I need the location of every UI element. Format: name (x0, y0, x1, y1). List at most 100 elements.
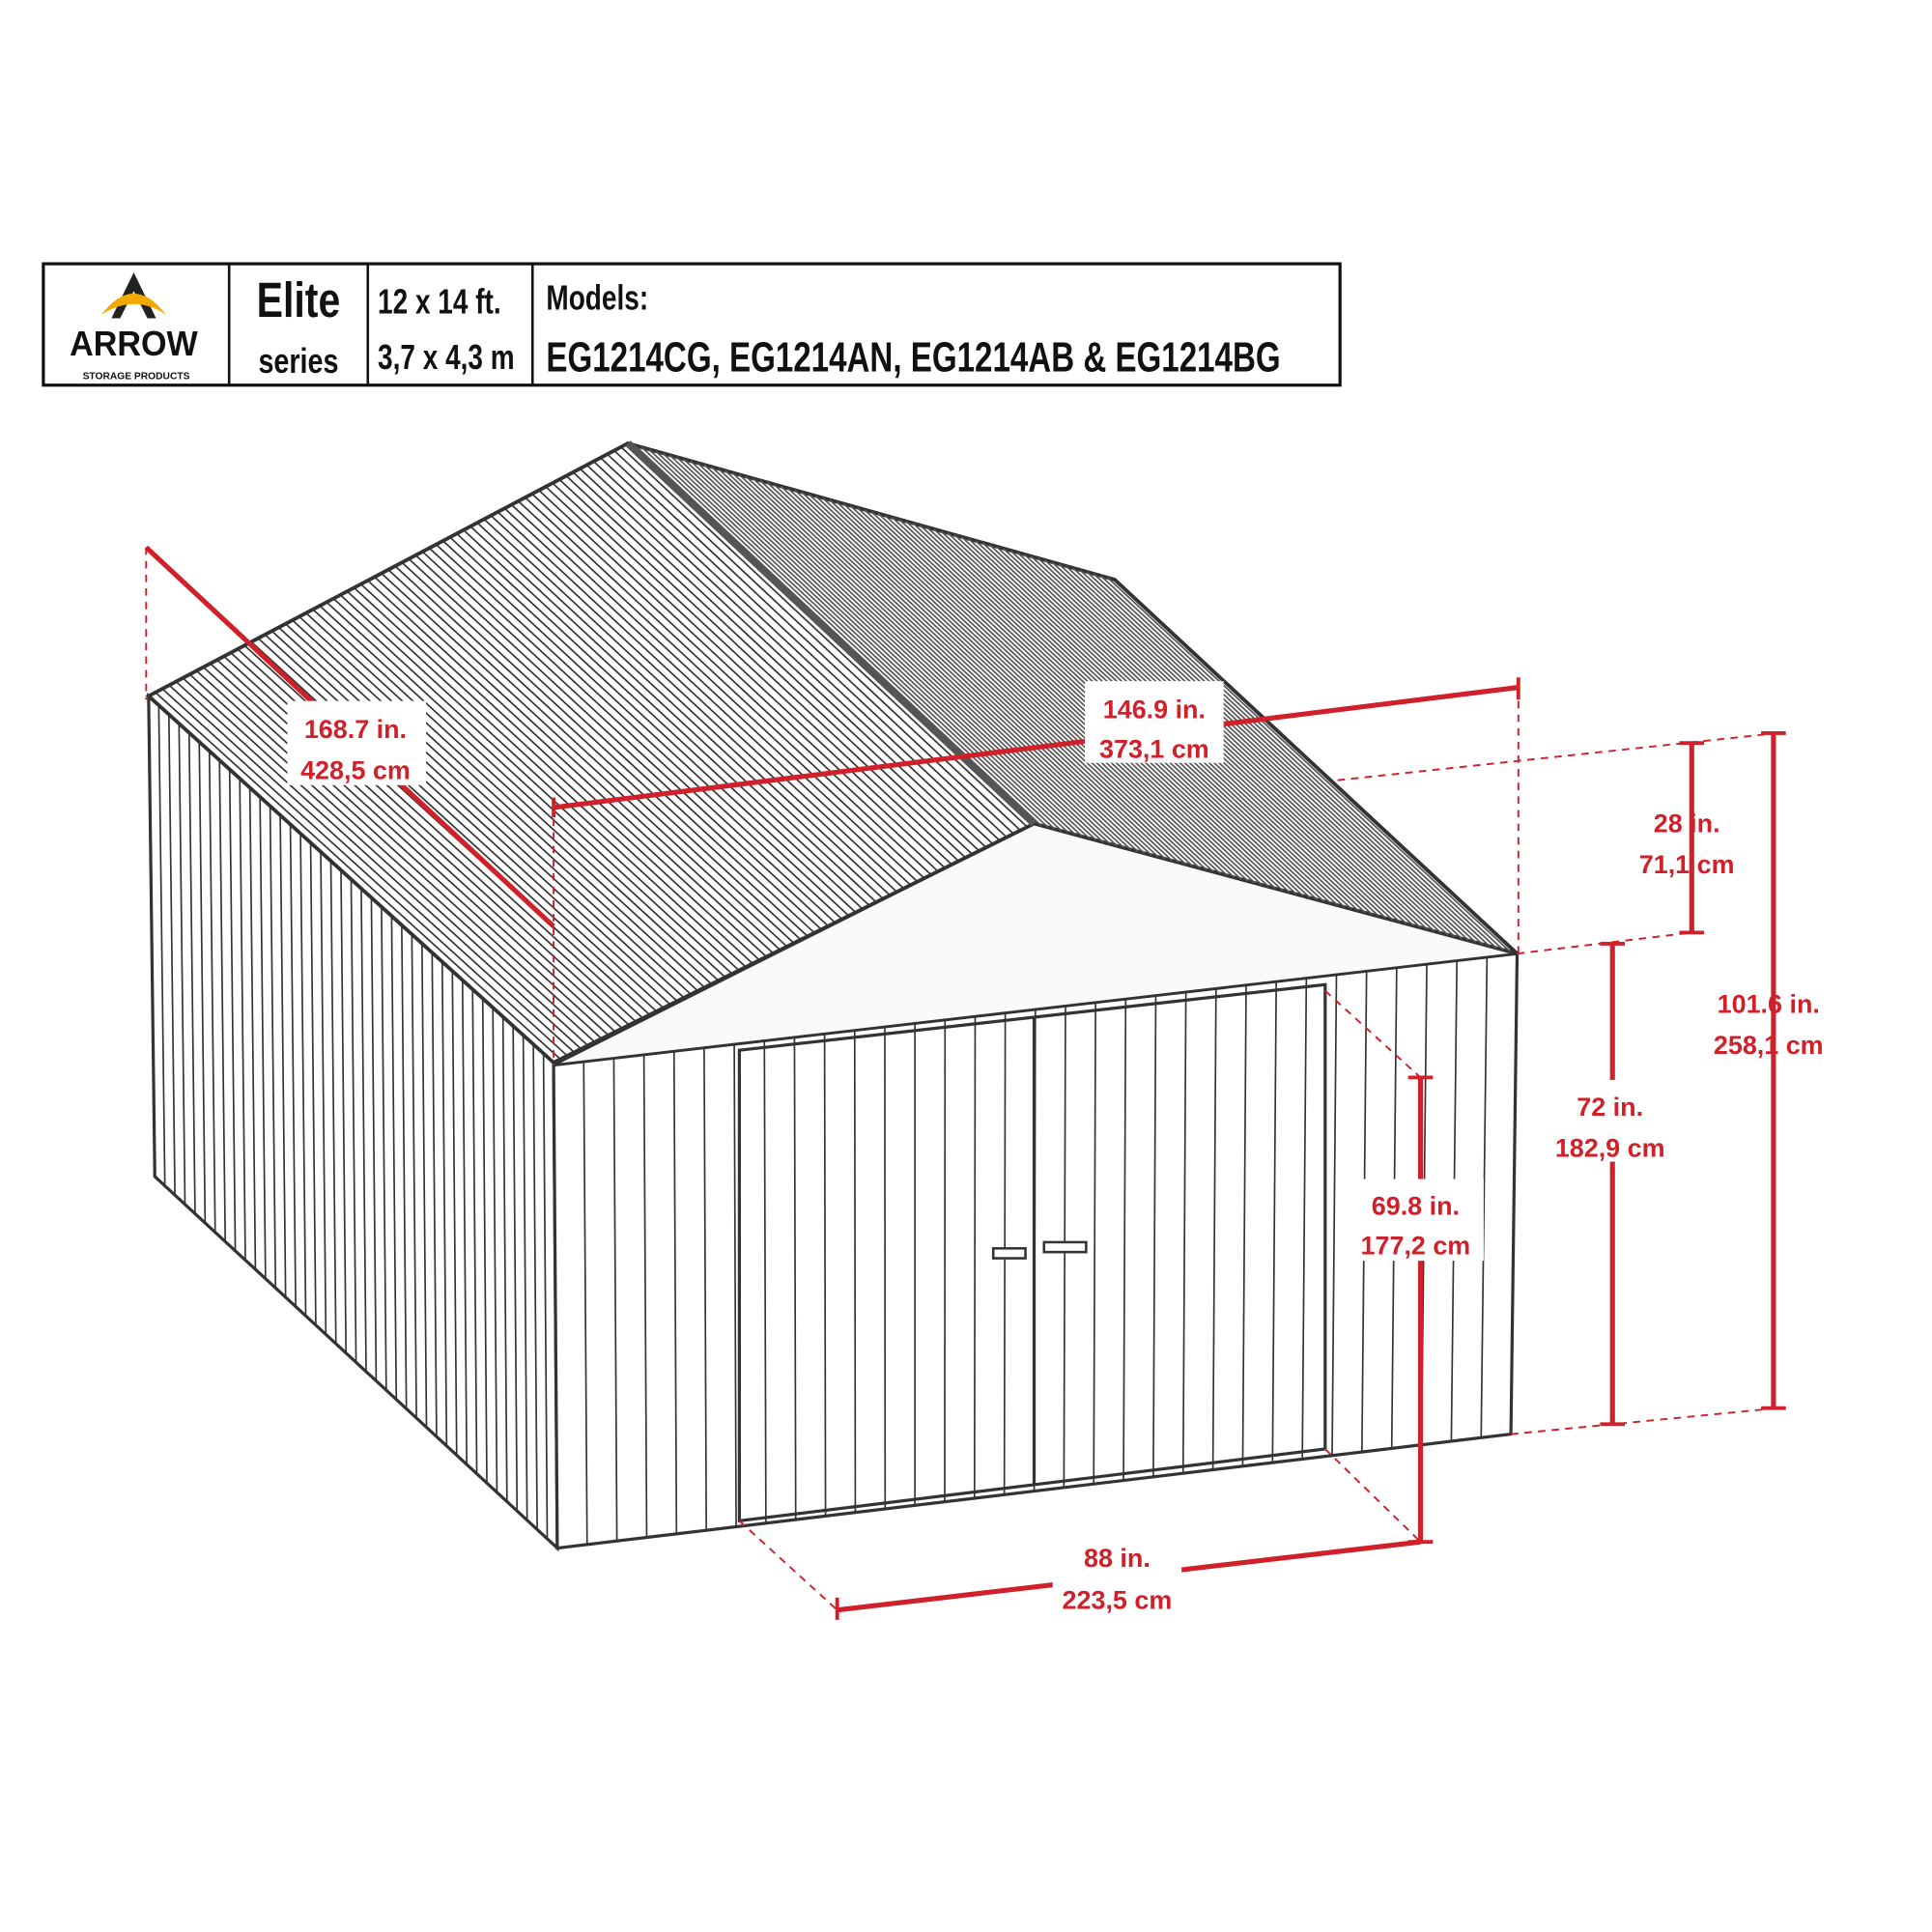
roof-corrugation-line (367, 580, 775, 954)
roof-corrugation-line (607, 453, 1014, 835)
roof-corrugation-line (490, 515, 897, 893)
roof-corrugation-line (476, 522, 884, 899)
roof-corrugation-line (808, 493, 1214, 873)
roof-corrugation-line (414, 554, 822, 930)
roof-corrugation-line (531, 493, 939, 872)
roof-corrugation-line (655, 450, 1063, 832)
roof-corrugation-line (585, 464, 994, 845)
roof-corrugation-line (773, 483, 1180, 864)
wall-rib-line (279, 814, 287, 1297)
roof-corrugation-line (525, 497, 932, 876)
roof-corrugation-line (195, 669, 603, 1039)
door-width-imperial: 88 in. (1084, 1544, 1151, 1573)
roof-corrugation-line (319, 605, 726, 979)
dimension-labels: 168.7 in. 428,5 cm 146.9 in. 373,1 cm 28… (287, 681, 1824, 1615)
wall-rib-line (350, 879, 357, 1363)
wall-rib-line (239, 778, 246, 1261)
wall-rib-line (582, 1061, 588, 1545)
wall-rib-line (1181, 991, 1187, 1474)
door-height-imperial: 69.8 in. (1372, 1192, 1460, 1221)
roof-corrugation-line (786, 487, 1194, 867)
roof-corrugation-line (696, 462, 1104, 843)
roof-corrugation-line (387, 569, 795, 944)
roof-corrugation-line (558, 478, 967, 859)
roof-corrugation-line (518, 500, 925, 879)
wall-rib-line (1331, 974, 1338, 1456)
roof-corrugation-line (510, 503, 919, 883)
roof-corrugation-line (738, 473, 1146, 854)
wall-rib-line (381, 906, 387, 1391)
roof-corrugation-line (640, 446, 1049, 829)
roof-corrugation-line (257, 638, 665, 1009)
roof-corrugation-line (668, 454, 1076, 836)
wall-rib-line (420, 943, 428, 1428)
size-imperial: 12 x 14 ft. (378, 282, 501, 321)
roof-corrugation-line (182, 677, 589, 1046)
gable-height-imperial: 28 in. (1654, 810, 1720, 838)
roof-corrugation-line (503, 507, 912, 886)
wall-rib-line (973, 1016, 977, 1498)
wall-rib-line (440, 961, 448, 1446)
wall-rib-line (461, 980, 469, 1465)
roof-corrugation-line (710, 466, 1118, 847)
roof-corrugation-line (339, 594, 747, 968)
wall-rib-line (501, 1016, 508, 1502)
dimension-lines (144, 545, 1786, 1620)
wall-rib-line (360, 888, 367, 1372)
wall-rib-line (1271, 981, 1277, 1463)
roof-corrugation-line (842, 502, 1249, 882)
roof-corrugation-line (270, 630, 678, 1002)
roof-corrugation-line (360, 583, 767, 958)
roof-corrugation-line (703, 464, 1111, 845)
roof-corrugation-line (155, 692, 561, 1061)
right-door-handle[interactable] (1042, 1240, 1088, 1254)
wall-rib-line (228, 769, 237, 1251)
roof-corrugation-line (877, 512, 1284, 892)
roof-corrugation-line (326, 601, 733, 975)
wall-rib-line (1211, 988, 1217, 1470)
wall-rib-line (401, 924, 408, 1409)
wall-rib-line (1480, 956, 1489, 1438)
roof-corrugation-line (565, 474, 974, 855)
roof-corrugation-line (1072, 567, 1477, 944)
roof-corrugation-line (381, 572, 788, 948)
roof-corrugation-line (332, 598, 740, 972)
roof-corrugation-line (683, 458, 1091, 839)
roof-corrugation-line (1044, 559, 1449, 936)
wall-rib-line (512, 1026, 519, 1512)
roof-corrugation-line (394, 565, 802, 941)
wall-rib-line (763, 1040, 767, 1523)
wall-rib-line (733, 1043, 737, 1527)
roof-corrugation-line (870, 510, 1277, 890)
roof-corrugation-line (724, 469, 1132, 851)
roof-corrugation-line (545, 486, 952, 866)
roof-corrugation-line (780, 485, 1187, 866)
roof-corrugation-line (277, 626, 685, 999)
roof-corrugation-line (1058, 563, 1463, 940)
series-label: series (258, 342, 338, 381)
roof-corrugation-line (1099, 575, 1504, 951)
door-height-metric: 177,2 cm (1361, 1232, 1471, 1261)
roof-corrugation-line (463, 529, 870, 907)
wall-rib-line (198, 741, 207, 1224)
wall-rib-line (853, 1030, 857, 1513)
wall-rib-line (471, 989, 478, 1474)
wall-rib-line (612, 1058, 618, 1542)
roof-corrugation-line (497, 511, 905, 890)
left-door-handle[interactable] (991, 1247, 1027, 1260)
roof-corrugation-line (469, 526, 877, 903)
wall-rib-line (1122, 999, 1127, 1481)
logo-arc-icon (101, 293, 166, 315)
models-list: EG1214CG, EG1214AN, EG1214AB & EG1214BG (546, 334, 1280, 381)
wall-rib-line (451, 971, 458, 1456)
roof-corrugation-line (421, 551, 829, 927)
roof-corrugation-line (346, 590, 753, 965)
gable-height-metric: 71,1 cm (1639, 850, 1735, 879)
door-width-metric: 223,5 cm (1063, 1585, 1173, 1614)
roof-corrugation-line (613, 449, 1021, 832)
shed-illustration (145, 440, 1520, 1552)
house-icon (111, 272, 156, 319)
wall-rib-line (703, 1047, 708, 1531)
wall-rib-line (208, 751, 216, 1233)
wall-height-metric: 182,9 cm (1555, 1133, 1665, 1162)
